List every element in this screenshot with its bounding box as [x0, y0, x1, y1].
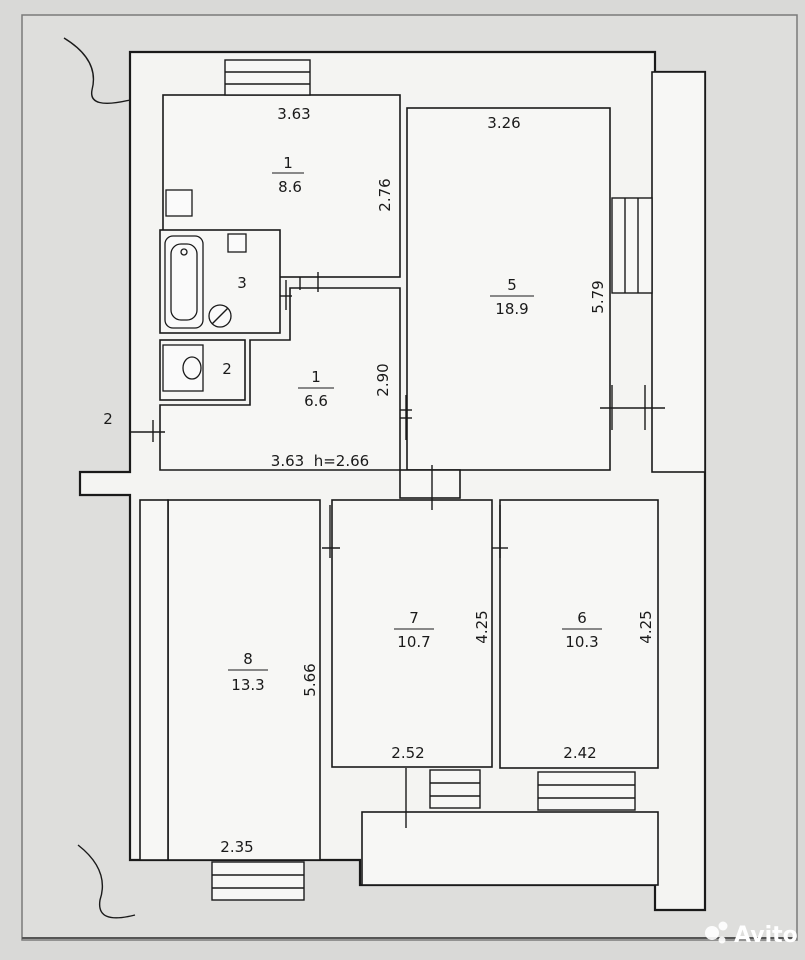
- room-5-number: 5: [507, 276, 517, 294]
- room-1-number: 1: [311, 368, 321, 386]
- room-5: [406, 107, 611, 471]
- dim-r8-depth: 5.66: [301, 663, 319, 696]
- room-1: [159, 287, 401, 471]
- corridor-strip: [399, 469, 461, 499]
- room-8: [167, 499, 321, 861]
- dim-r7-depth: 4.25: [473, 610, 491, 643]
- left-column: [139, 499, 169, 861]
- dim-corridor-width: 2: [103, 410, 113, 428]
- dim-r8-width: 2.35: [220, 838, 253, 856]
- dim-r6-depth: 4.25: [637, 610, 655, 643]
- dim-r1-width-height: 3.63 h=2.66: [271, 452, 369, 470]
- room-8-area: 13.3: [231, 676, 264, 694]
- window-room-8: [211, 861, 305, 901]
- toilet: [162, 344, 204, 392]
- room-7: [331, 499, 493, 768]
- window-room-6: [537, 771, 636, 811]
- balcony: [361, 811, 659, 886]
- avito-watermark: Avito: [705, 921, 798, 948]
- door-marks: [130, 272, 665, 828]
- avito-watermark-text: Avito: [734, 923, 798, 948]
- dim-r4-depth: 2.76: [376, 178, 394, 211]
- washbasin: [208, 304, 232, 328]
- room-4-area: 8.6: [278, 178, 302, 196]
- dim-r7-width: 2.52: [391, 744, 424, 762]
- dim-r1-depth: 2.90: [374, 363, 392, 396]
- room-6: [499, 499, 659, 769]
- window-room-5: [611, 197, 653, 294]
- dim-r5-depth: 5.79: [589, 280, 607, 313]
- room-8-number: 8: [243, 650, 253, 668]
- kitchen-stove: [165, 189, 193, 217]
- room-7-number: 7: [409, 609, 419, 627]
- railing-marks: [63, 37, 136, 919]
- room-4-number: 1: [283, 154, 293, 172]
- dim-r4-width: 3.63: [277, 105, 310, 123]
- dim-r6-width: 2.42: [563, 744, 596, 762]
- water-heater: [227, 233, 247, 253]
- window-room-7: [429, 769, 481, 809]
- dim-r5-width: 3.26: [487, 114, 520, 132]
- room-6-area: 10.3: [565, 633, 598, 651]
- bathtub: [164, 235, 204, 329]
- room-1-area: 6.6: [304, 392, 328, 410]
- room-6-number: 6: [577, 609, 587, 627]
- room-2-number: 2: [222, 360, 232, 378]
- right-column: [651, 71, 706, 473]
- room-7-area: 10.7: [397, 633, 430, 651]
- window-room-4: [224, 59, 311, 96]
- room-5-area: 18.9: [495, 300, 528, 318]
- room-3-number: 3: [237, 274, 247, 292]
